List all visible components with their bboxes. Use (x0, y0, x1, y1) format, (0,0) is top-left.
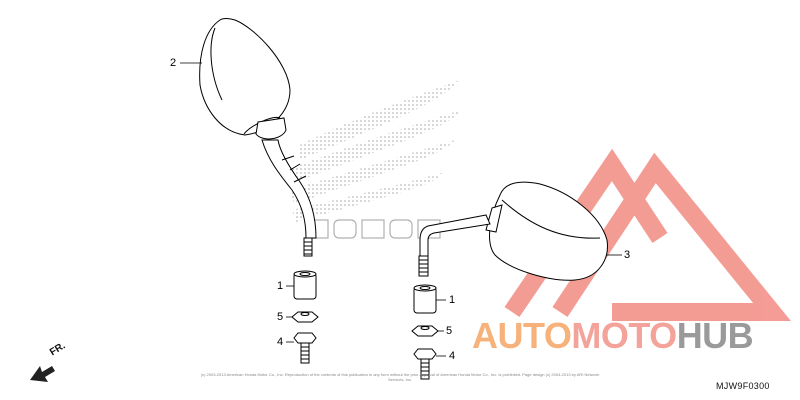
callout-cap-right: 1 (449, 294, 456, 306)
mirror-left (199, 18, 317, 257)
callout-bolt-right: 4 (449, 350, 456, 362)
bolt-right (413, 348, 437, 380)
copyright-notice: (c) 2003-2013 American Honda Motor Co., … (200, 372, 600, 382)
leader-lines (180, 62, 622, 357)
nut-right (411, 325, 439, 337)
watermark-auto: AUTO (472, 315, 572, 356)
cap-right (413, 284, 437, 314)
watermark-moto: MOTO (571, 315, 677, 356)
callout-cap-left: 1 (277, 280, 284, 292)
bolt-left (293, 332, 317, 364)
callout-mirror-left: 2 (170, 57, 177, 69)
nut-left (291, 311, 319, 323)
mirror-right (418, 181, 608, 281)
diagram-code: MJW9F0300 (716, 381, 770, 391)
front-direction-arrow (30, 366, 55, 382)
honda-lettering (305, 219, 441, 239)
callout-bolt-left: 4 (277, 336, 284, 348)
cap-left (293, 270, 317, 300)
callout-nut-left: 5 (277, 311, 284, 323)
callout-mirror-right: 3 (624, 249, 631, 261)
automotohub-watermark: AUTOMOTOHUB (472, 315, 754, 356)
callout-nut-right: 5 (446, 325, 453, 337)
honda-wing-logo (290, 80, 462, 222)
watermark-hub: HUB (676, 315, 754, 356)
